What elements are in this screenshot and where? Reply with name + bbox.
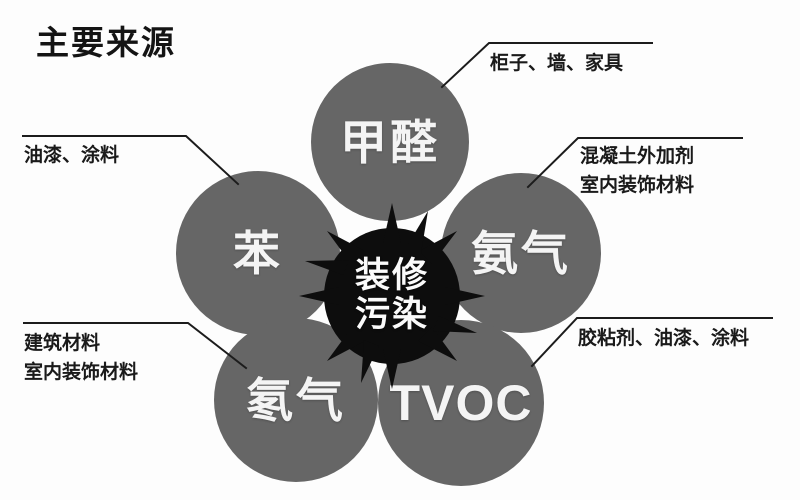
- callout-cabinet: 柜子、墙、家具: [490, 50, 623, 79]
- petal-label-radon: 氡气: [246, 373, 346, 427]
- petal-formaldehyde: 甲醛: [311, 63, 469, 221]
- callout-building-line1: 建筑材料: [24, 333, 101, 354]
- callout-concrete: 混凝土外加剂 室内装饰材料: [580, 143, 694, 200]
- callout-paint-line1: 油漆、涂料: [24, 145, 120, 166]
- starburst-shape-icon: [299, 203, 485, 389]
- callout-building: 建筑材料 室内装饰材料: [24, 330, 138, 387]
- page-title: 主要来源: [36, 24, 176, 61]
- callout-concrete-line2: 室内装饰材料: [580, 174, 695, 196]
- petal-label-ammonia: 氨气: [471, 226, 571, 280]
- callout-adhesive: 胶粘剂、油漆、涂料: [578, 325, 749, 354]
- petal-ammonia: 氨气: [441, 173, 601, 333]
- petal-label-tvoc: TVOC: [389, 375, 533, 431]
- callout-adhesive-line1: 胶粘剂、油漆、涂料: [578, 328, 750, 349]
- callout-paint: 油漆、涂料: [24, 142, 119, 171]
- petal-benzene: 苯: [176, 171, 340, 335]
- petal-label-formaldehyde: 甲醛: [340, 115, 440, 169]
- petal-label-benzene: 苯: [233, 226, 283, 280]
- callout-cabinet-line1: 柜子、墙、家具: [490, 53, 624, 74]
- callout-building-line2: 室内装饰材料: [24, 361, 139, 383]
- callout-concrete-line1: 混凝土外加剂: [580, 146, 695, 167]
